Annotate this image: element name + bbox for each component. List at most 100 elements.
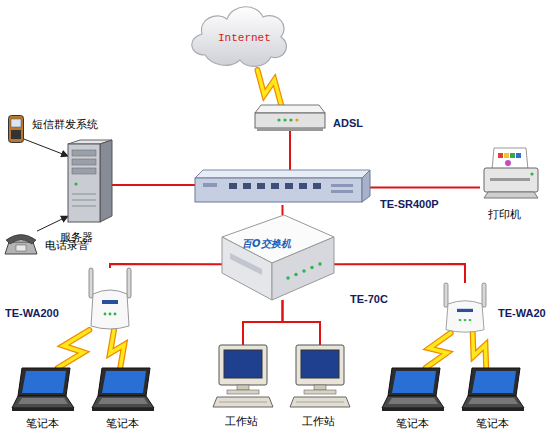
laptop-part — [462, 408, 524, 411]
phone-recorder: 电话录音 — [5, 230, 37, 254]
laptop-part — [98, 398, 148, 404]
internet-cloud: Internet — [185, 0, 290, 70]
bolt-outline — [258, 70, 282, 105]
ws-part — [219, 402, 267, 403]
ap-part — [114, 313, 117, 316]
adsl-modem: ADSL — [255, 105, 325, 131]
arrow-line — [24, 139, 68, 156]
laptop: 笔记本 — [92, 368, 154, 412]
phone-icon — [5, 230, 37, 254]
device-label: TE-WA20 — [498, 307, 546, 319]
mobile-icon — [8, 115, 24, 143]
bolt-fill — [473, 333, 487, 368]
cable-path — [283, 300, 321, 345]
device-label: TE-SR400P — [380, 198, 439, 210]
cable-path — [370, 187, 480, 189]
laptop: 笔记本 — [12, 368, 74, 412]
device-label: 笔记本 — [396, 416, 429, 431]
router-part — [331, 190, 353, 193]
modem-part — [255, 113, 325, 128]
ap-icon — [85, 268, 135, 330]
router-part — [203, 183, 217, 187]
cable-path — [112, 184, 195, 186]
bolt-fill — [110, 330, 124, 368]
ap-part — [109, 313, 112, 316]
cable-path — [282, 205, 284, 215]
ap-part — [464, 319, 467, 321]
device-label: TE-WA200 — [5, 307, 59, 319]
bolt-fill — [58, 330, 90, 368]
bolt-outline — [58, 330, 90, 368]
cable-line — [243, 300, 283, 345]
switch-part — [230, 253, 262, 275]
cloud-part — [192, 7, 287, 67]
wireless-bolt — [58, 330, 90, 368]
ap-part — [469, 319, 472, 321]
ws-part — [237, 385, 249, 390]
printer-part — [504, 153, 509, 158]
server-part — [68, 144, 100, 222]
mobile-part — [9, 116, 24, 143]
printer-part — [516, 153, 521, 158]
router-part — [229, 183, 237, 189]
server-part — [72, 194, 96, 195]
laptop-part — [388, 398, 438, 404]
laptop-part — [462, 396, 524, 408]
router-part — [243, 183, 251, 189]
switch-part — [294, 273, 297, 276]
phone-part — [6, 235, 36, 245]
device-label: 工作站 — [225, 414, 258, 429]
cable-line — [112, 185, 195, 186]
ap-part — [482, 283, 486, 307]
cable-line — [334, 264, 465, 283]
printer-icon — [480, 148, 542, 200]
router-part — [313, 183, 321, 189]
ws-part — [314, 385, 326, 390]
laptop-part — [18, 398, 68, 404]
laptop-part — [12, 408, 74, 411]
switch-part — [302, 269, 305, 272]
cable-path — [289, 131, 291, 170]
ws-part — [219, 345, 267, 385]
bolt-fill — [258, 70, 282, 105]
wireless-bolt — [426, 333, 451, 368]
laptop-part — [98, 368, 150, 396]
ws-part — [296, 402, 344, 403]
printer-part — [510, 153, 515, 158]
router-part — [299, 183, 307, 189]
bolt-outline — [473, 333, 487, 368]
switch-part — [286, 276, 289, 279]
workstation: 工作站 — [290, 345, 350, 409]
router-part — [257, 183, 265, 189]
ap-part — [457, 309, 473, 312]
laptop-part — [92, 408, 154, 411]
server-part — [74, 182, 77, 185]
sms-system: 短信群发系统 — [8, 115, 24, 143]
arrow-connector — [24, 139, 68, 156]
laptop-icon — [462, 368, 524, 412]
modem-part — [283, 118, 286, 121]
ap-part — [459, 319, 462, 321]
ap-part — [127, 268, 131, 298]
brand-logo: 百O交换机 — [242, 237, 291, 251]
device-label: 短信群发系统 — [32, 117, 98, 132]
laptop-part — [18, 368, 70, 396]
ws-part — [290, 397, 350, 407]
device-label: 工作站 — [302, 414, 335, 429]
laptop-part — [22, 371, 66, 393]
ap-part — [102, 300, 118, 304]
cable-line — [282, 205, 283, 215]
network-switch: 百O交换机TE-70C — [222, 215, 334, 300]
wireless-bolt — [110, 330, 124, 368]
server-part — [72, 206, 96, 207]
device-label: 笔记本 — [26, 416, 59, 431]
bolt-outline — [110, 330, 124, 368]
router-part — [331, 184, 353, 187]
modem-part — [257, 128, 323, 131]
cable-line — [110, 264, 222, 268]
laptop-part — [382, 408, 444, 411]
server-tower: 服务器 — [68, 140, 112, 222]
access-point: TE-WA200 — [85, 268, 135, 330]
laptop: 笔记本 — [382, 368, 444, 412]
